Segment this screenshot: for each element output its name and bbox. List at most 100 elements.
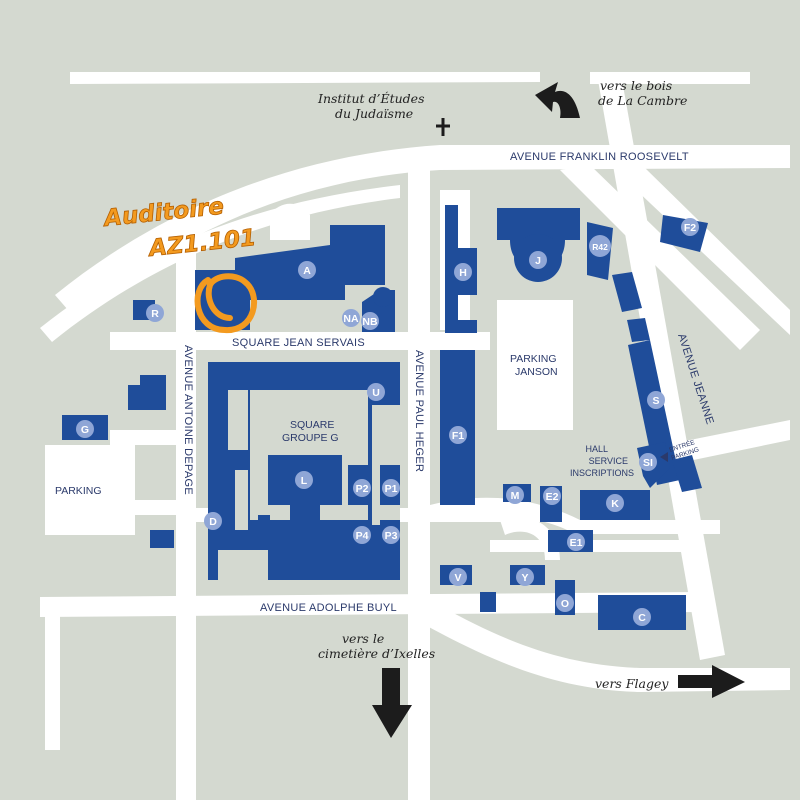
building-badge-si[interactable]: SI [639, 453, 657, 471]
street-label-jean-servais: SQUARE JEAN SERVAIS [232, 337, 365, 349]
arrow-bois-icon [535, 82, 580, 118]
badge-label: J [535, 255, 541, 267]
badge-label: NB [362, 316, 378, 328]
building-s [628, 340, 680, 485]
building-badge-r42[interactable]: R42 [589, 235, 611, 257]
badge-circle [506, 486, 524, 504]
badge-circle [382, 479, 400, 497]
badge-label: M [511, 490, 520, 502]
badge-circle [353, 479, 371, 497]
square-groupe-g-label-1: SQUARE [290, 419, 334, 431]
badge-label: U [372, 387, 380, 399]
highlight-circle [194, 273, 257, 334]
road-paul-heger [408, 170, 430, 800]
badge-circle [449, 568, 467, 586]
badge-circle [76, 420, 94, 438]
badge-circle [681, 218, 699, 236]
badge-label: P1 [385, 483, 398, 495]
building-badge-p1[interactable]: P1 [382, 479, 400, 497]
badge-circle [589, 235, 611, 257]
building-badge-m[interactable]: M [506, 486, 524, 504]
building-badge-nb[interactable]: NB [361, 312, 379, 330]
street-label-antoine-depage: AVENUE ANTOINE DEPAGE [182, 345, 194, 495]
building-badge-e2[interactable]: E2 [543, 487, 561, 505]
direction-flagey: vers Flagey [595, 676, 669, 691]
badge-circle [454, 263, 472, 281]
badge-label: G [81, 424, 89, 436]
building-badge-o[interactable]: O [556, 594, 574, 612]
badge-label: L [301, 475, 308, 487]
badge-label: H [459, 267, 467, 279]
direction-ixelles-line2: cimetière d’Ixelles [318, 646, 435, 661]
badge-circle [295, 471, 313, 489]
badge-circle [567, 533, 585, 551]
parking-janson-label-2: JANSON [515, 366, 558, 378]
building-badge-y[interactable]: Y [516, 568, 534, 586]
badge-label: P2 [356, 483, 369, 495]
badge-circle [382, 526, 400, 544]
badge-circle [449, 426, 467, 444]
street-label-franklin-roosevelt: AVENUE FRANKLIN ROOSEVELT [510, 151, 689, 163]
building-badge-g[interactable]: G [76, 420, 94, 438]
direction-institut-line1: Institut d’Études [317, 91, 424, 106]
arrow-ixelles-icon [372, 668, 412, 738]
square-groupe-g-label-2: GROUPE G [282, 432, 339, 444]
street-label-paul-heger: AVENUE PAUL HEGER [413, 350, 425, 472]
building-badge-c[interactable]: C [633, 608, 651, 626]
hall-label-2: SERVICE [589, 456, 628, 466]
badge-circle [204, 512, 222, 530]
badge-label: V [454, 572, 461, 584]
direction-institut-line2: du Judaïsme [335, 106, 413, 121]
badge-label: R42 [592, 242, 608, 252]
building-badge-e1[interactable]: E1 [567, 533, 585, 551]
building-badge-u[interactable]: U [367, 383, 385, 401]
institut-cross-icon [436, 118, 450, 136]
building-badge-p4[interactable]: P4 [353, 526, 371, 544]
building-badge-f1[interactable]: F1 [449, 426, 467, 444]
badge-circle [361, 312, 379, 330]
hall-label-3: INSCRIPTIONS [570, 468, 634, 478]
badge-circle [647, 391, 665, 409]
direction-ixelles-line1: vers le [342, 631, 384, 646]
road-jean-servais [110, 332, 490, 350]
building-badge-j[interactable]: J [529, 251, 547, 269]
building-badge-a[interactable]: A [298, 261, 316, 279]
badge-label: F1 [452, 430, 464, 442]
badge-circle [639, 453, 657, 471]
street-label-adolphe-buyl: AVENUE ADOLPHE BUYL [260, 602, 397, 614]
badge-label: P4 [356, 530, 369, 542]
badge-label: SI [643, 457, 653, 469]
building-badge-l[interactable]: L [295, 471, 313, 489]
badge-label: O [561, 598, 569, 610]
badge-circle [298, 261, 316, 279]
building-badge-v[interactable]: V [449, 568, 467, 586]
badge-circle [543, 487, 561, 505]
building-badge-p2[interactable]: P2 [353, 479, 371, 497]
building-badge-h[interactable]: H [454, 263, 472, 281]
building-badge-r[interactable]: R [146, 304, 164, 322]
badge-circle [556, 594, 574, 612]
building-badge-na[interactable]: NA [342, 309, 360, 327]
building-badge-d[interactable]: D [204, 512, 222, 530]
badge-circle [342, 309, 360, 327]
badge-circle [146, 304, 164, 322]
building-badge-f2[interactable]: F2 [681, 218, 699, 236]
badge-circle [353, 526, 371, 544]
badge-label: NA [343, 313, 359, 325]
building-a [195, 225, 385, 330]
badge-label: C [638, 612, 646, 624]
building-badge-s[interactable]: S [647, 391, 665, 409]
road-adolphe-buyl [40, 592, 702, 617]
parking-left-area [45, 445, 135, 535]
parking-janson-area [497, 300, 573, 430]
badge-label: F2 [684, 222, 696, 234]
direction-bois-line2: de La Cambre [598, 93, 687, 108]
building-badge-p3[interactable]: P3 [382, 526, 400, 544]
badge-label: P3 [385, 530, 398, 542]
badge-label: K [611, 498, 619, 510]
badge-label: Y [521, 572, 528, 584]
directions: vers le bois de La Cambre Institut d’Étu… [317, 78, 745, 738]
building-badge-k[interactable]: K [606, 494, 624, 512]
road-franklin-roosevelt [55, 145, 790, 318]
